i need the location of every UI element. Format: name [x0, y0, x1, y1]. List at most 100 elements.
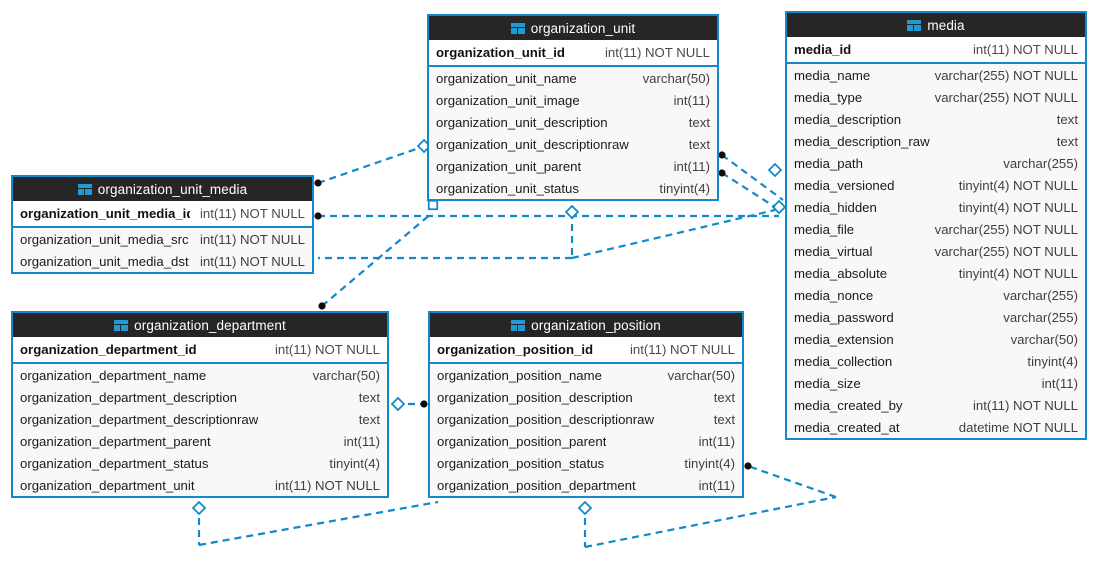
- field-name: media_name: [794, 67, 871, 83]
- field-row[interactable]: organization_unit_media_src int(11) NOT N…: [13, 228, 312, 250]
- field-type: varchar(50): [642, 70, 710, 86]
- field-row[interactable]: media_description_raw text: [787, 130, 1085, 152]
- field-name: media_description: [794, 111, 902, 127]
- table-header-organization_unit_media[interactable]: organization_unit_media: [13, 177, 312, 201]
- field-type: int(11): [698, 433, 735, 449]
- field-type: text: [1056, 133, 1078, 149]
- field-row[interactable]: media_created_at datetime NOT NULL: [787, 416, 1085, 438]
- field-name: organization_position_department: [437, 477, 636, 493]
- field-row[interactable]: organization_unit_name varchar(50): [429, 67, 717, 89]
- field-type: int(11) NOT NULL: [199, 231, 305, 247]
- field-name: media_created_at: [794, 419, 900, 435]
- field-type: varchar(255) NOT NULL: [934, 243, 1078, 259]
- field-name: organization_department_status: [20, 455, 209, 471]
- primary-key-row[interactable]: media_id int(11) NOT NULL: [787, 37, 1085, 64]
- field-type: int(11) NOT NULL: [972, 42, 1078, 57]
- field-name: media_path: [794, 155, 863, 171]
- field-type: int(11): [1041, 375, 1078, 391]
- field-type: text: [1056, 111, 1078, 127]
- table-header-organization_position[interactable]: organization_position: [430, 313, 742, 337]
- field-type: text: [358, 411, 380, 427]
- field-row[interactable]: organization_position_parent int(11): [430, 430, 742, 452]
- table-header-organization_department[interactable]: organization_department: [13, 313, 387, 337]
- field-type: varchar(255): [1003, 287, 1078, 303]
- table-organization_department[interactable]: organization_department organization_depa…: [11, 311, 389, 498]
- field-type: int(11) NOT NULL: [199, 253, 305, 269]
- field-type: text: [688, 114, 710, 130]
- field-name: organization_unit_image: [436, 92, 580, 108]
- field-name: media_file: [794, 221, 855, 237]
- field-name: media_versioned: [794, 177, 895, 193]
- field-type: tinyint(4): [659, 180, 710, 196]
- table-title: organization_department: [134, 317, 286, 333]
- table-icon: [77, 183, 92, 195]
- field-name: media_description_raw: [794, 133, 930, 149]
- table-icon: [907, 19, 922, 31]
- table-title: media: [927, 17, 965, 33]
- field-type: varchar(255): [1003, 309, 1078, 325]
- field-type: datetime NOT NULL: [958, 419, 1078, 435]
- field-name: organization_unit_media_src: [20, 231, 189, 247]
- field-name: organization_department_name: [20, 367, 207, 383]
- field-name: media_created_by: [794, 397, 903, 413]
- table-header-organization_unit[interactable]: organization_unit: [429, 16, 717, 40]
- field-name: organization_unit_name: [436, 70, 577, 86]
- field-name: media_collection: [794, 353, 893, 369]
- field-name: media_type: [794, 89, 863, 105]
- field-name: organization_position_parent: [437, 433, 607, 449]
- field-type: int(11) NOT NULL: [604, 45, 710, 60]
- field-row[interactable]: media_versioned tinyint(4) NOT NULL: [787, 174, 1085, 196]
- field-name: media_id: [794, 42, 852, 57]
- field-row[interactable]: organization_unit_media_dst int(11) NOT N…: [13, 250, 312, 272]
- field-row[interactable]: media_description text: [787, 108, 1085, 130]
- field-name: organization_department_unit: [20, 477, 195, 493]
- field-type: text: [358, 389, 380, 405]
- field-name: organization_unit_media_dst: [20, 253, 189, 269]
- field-type: int(11) NOT NULL: [199, 206, 305, 221]
- table-icon: [510, 22, 525, 34]
- field-list: organization_unit_media_src int(11) NOT N…: [13, 228, 312, 272]
- field-name: organization_position_descriptionraw: [437, 411, 654, 427]
- field-name: organization_department_id: [20, 342, 197, 357]
- table-header-media[interactable]: media: [787, 13, 1085, 37]
- field-type: tinyint(4) NOT NULL: [958, 177, 1078, 193]
